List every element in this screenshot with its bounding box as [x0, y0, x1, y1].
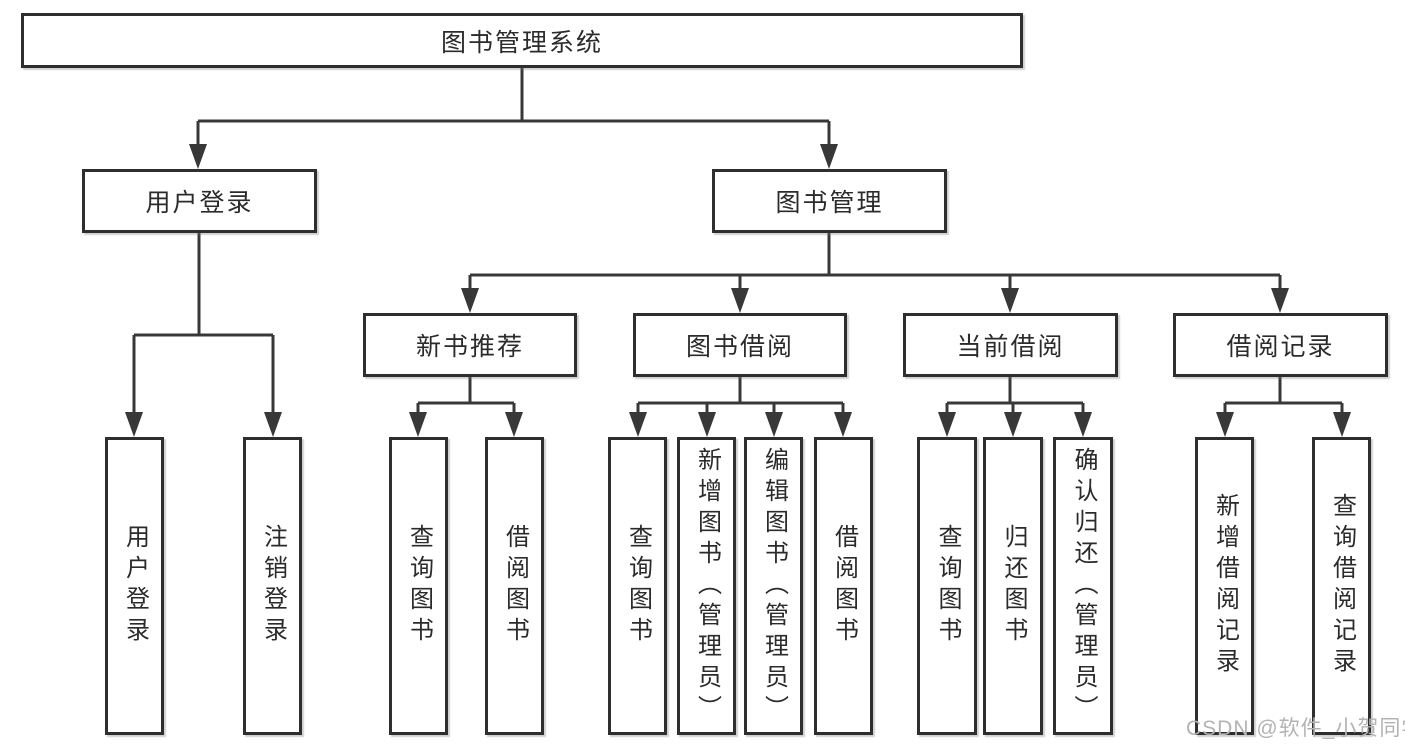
node-label: 注销登录: [259, 524, 287, 648]
leaf-borrow-books: 借阅图书: [814, 437, 873, 735]
node-label: 查询图书: [934, 524, 961, 648]
leaf-query-books-recommendation: 查询图书: [389, 437, 448, 735]
csdn-watermark: CSDN @软件_小贺同学: [1186, 717, 1405, 740]
node-label: 新增图书（管理员）: [693, 446, 721, 726]
node-label: 新增借阅记录: [1211, 493, 1239, 679]
leaf-add-borrow-record: 新增借阅记录: [1195, 437, 1254, 735]
node-label: 查询借阅记录: [1328, 493, 1356, 679]
node-current-borrowing: 当前借阅: [903, 313, 1118, 377]
leaf-confirm-return-admin: 确认归还（管理员）: [1053, 437, 1113, 735]
leaf-borrow-books-recommendation: 借阅图书: [485, 437, 544, 735]
arrowheads: [125, 144, 1351, 437]
node-label: 借阅记录: [1226, 333, 1335, 361]
node-label: 图书管理: [775, 189, 884, 217]
node-user-login: 用户登录: [82, 169, 317, 233]
node-label: 图书借阅: [685, 333, 794, 361]
node-label: 编辑图书（管理员）: [760, 446, 788, 726]
node-label: 确认归还（管理员）: [1070, 446, 1097, 726]
leaf-return-books: 归还图书: [983, 437, 1043, 735]
leaf-edit-books-admin: 编辑图书（管理员）: [744, 437, 803, 735]
node-label: 用户登录: [121, 524, 149, 648]
node-book-borrowing: 图书借阅: [633, 313, 847, 377]
node-label: 当前借阅: [956, 333, 1065, 361]
node-label: 借阅图书: [501, 524, 529, 648]
node-borrowing-records: 借阅记录: [1173, 313, 1388, 377]
node-book-management: 图书管理: [712, 169, 947, 233]
leaf-add-books-admin: 新增图书（管理员）: [677, 437, 736, 735]
node-label: 借阅图书: [830, 524, 858, 648]
node-label: 查询图书: [405, 524, 433, 648]
node-library-management-system: 图书管理系统: [21, 13, 1023, 68]
node-new-book-recommendation: 新书推荐: [363, 313, 577, 377]
leaf-user-login: 用户登录: [105, 437, 164, 735]
leaf-query-books-current: 查询图书: [917, 437, 977, 735]
node-label: 查询图书: [624, 524, 652, 648]
leaf-query-books-borrowing: 查询图书: [608, 437, 667, 735]
leaf-logout: 注销登录: [243, 437, 302, 735]
leaf-query-borrow-record: 查询借阅记录: [1312, 437, 1371, 735]
node-label: 归还图书: [1000, 524, 1027, 648]
node-label: 用户登录: [145, 189, 254, 217]
node-label: 新书推荐: [415, 333, 524, 361]
node-label: 图书管理系统: [440, 28, 603, 57]
